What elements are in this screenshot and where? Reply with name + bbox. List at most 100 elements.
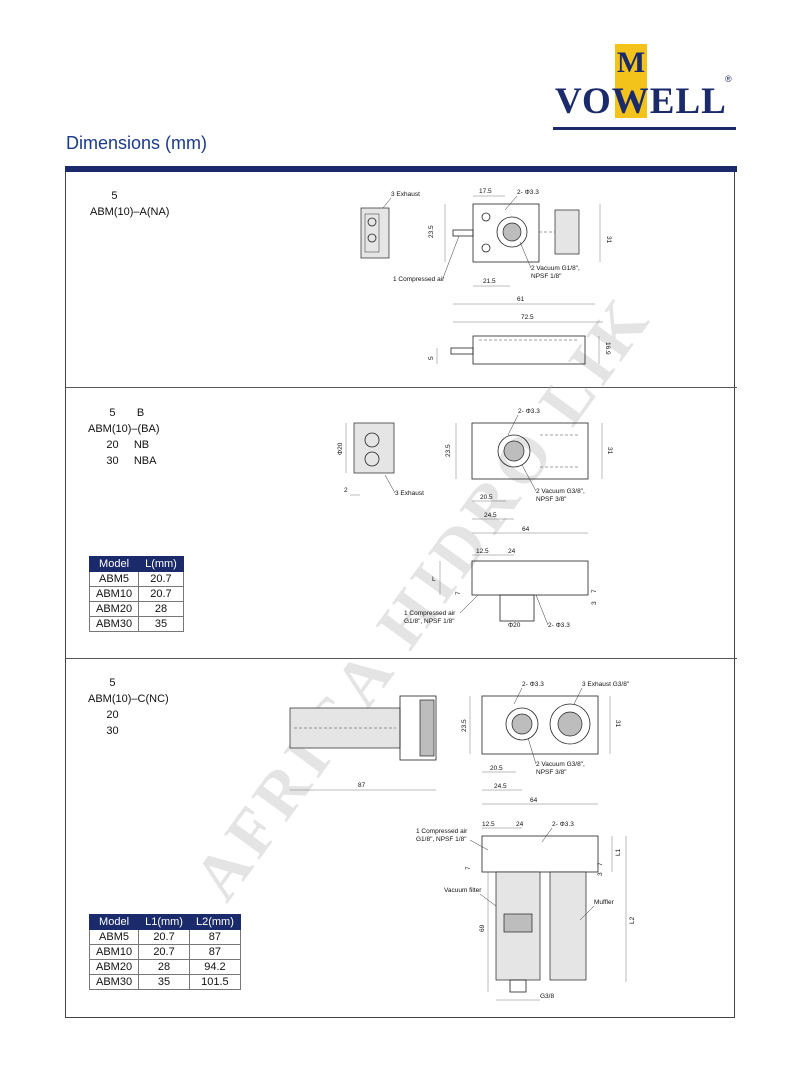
s3-filter-ring <box>503 913 533 933</box>
s3-dim-24-5: 24.5 <box>494 783 507 790</box>
dimensions-frame <box>65 172 735 1018</box>
s3-label-vacuum-2: NPSF 3/8" <box>536 769 567 776</box>
s2-dim-23-5: 23.5 <box>445 444 452 457</box>
section2-code-line-1: 5 B <box>88 407 145 419</box>
s3-dim-69: 69 <box>479 924 486 932</box>
s3-end-block <box>399 695 437 761</box>
s1-dim-17-5: 17.5 <box>479 188 492 195</box>
logo-underline <box>553 127 736 130</box>
table-cell: ABM10 <box>88 586 140 602</box>
table-cell: 28 <box>138 959 190 975</box>
s3-side-view-body <box>481 835 599 873</box>
section3-side-drawing: 87 <box>289 695 437 791</box>
table-cell: 101.5 <box>188 974 241 990</box>
s2-label-hole: 2- Φ3.3 <box>518 408 540 415</box>
section3-code-line-2: ABM(10)–C(NC) <box>88 693 169 705</box>
s2-label-hole-b: 2- Φ3.3 <box>548 622 570 629</box>
s2-side-view-body <box>471 560 589 596</box>
section1-drawing: 17.5 23.5 31 21.5 61 72.5 3 Exhaust 2- Φ… <box>360 188 612 365</box>
s3-dim-7: 7 <box>465 866 472 870</box>
s2-dim-12-5: 12.5 <box>476 548 489 555</box>
s3-dim-23-5: 23.5 <box>461 719 468 732</box>
section-divider-2 <box>65 658 737 659</box>
s3-dim-31: 31 <box>614 720 621 728</box>
s1-dim-21-5: 21.5 <box>483 278 496 285</box>
s3-vacuum-port-outer <box>505 707 539 741</box>
table-cell: 20.7 <box>138 586 184 602</box>
logo-text: VOWELL <box>555 81 727 122</box>
s3-label-hole: 2- Φ3.3 <box>522 681 544 688</box>
s1-exhaust-block <box>554 209 580 255</box>
s2-dim-31: 31 <box>606 447 613 455</box>
s3-label-vacuum-1: 2 Vacuum G3/8", <box>536 761 585 768</box>
s2-label-vacuum-1: 2 Vacuum G3/8", <box>536 488 585 495</box>
s3-muffler <box>549 871 587 981</box>
s3-label-exhaust: 3 Exhaust G3/8" <box>582 681 630 688</box>
s1-side-view-nozzle <box>450 347 474 355</box>
s3-end-cap <box>419 699 435 757</box>
s2-vacuum-port-inner <box>503 440 525 462</box>
section1-code-line-2: ABM(10)–A(NA) <box>90 206 170 218</box>
s2-table-header-l: L(mm) <box>138 556 184 572</box>
header-bar <box>65 166 737 172</box>
s1-label-vacuum-2: NPSF 1/8" <box>531 273 562 280</box>
s1-dim-31: 31 <box>605 236 612 244</box>
s1-dim-23-5: 23.5 <box>428 225 435 238</box>
s1-label-vacuum-1: 2 Vacuum G1/8", <box>531 265 580 272</box>
table-cell: 20.7 <box>138 571 184 587</box>
section2-code-line-3: 20 NB <box>88 439 150 451</box>
s3-label-filter: Vacuum filter <box>444 887 482 894</box>
vowell-logo: M VOWELL ® <box>553 44 738 132</box>
table-cell: ABM30 <box>88 616 140 632</box>
table-cell: ABM30 <box>88 974 140 990</box>
s2-label-phi20-b: Φ20 <box>508 622 521 629</box>
s2-dim-24: 24 <box>508 548 516 555</box>
table-cell: 20.7 <box>138 929 190 945</box>
s2-table-header-model: Model <box>88 556 140 572</box>
s1-dim-72-5: 72.5 <box>521 314 534 321</box>
s3-table-header-l2: L2(mm) <box>188 914 241 930</box>
page-title: Dimensions (mm) <box>66 133 208 153</box>
s1-dim-16-9: 16.9 <box>604 342 611 355</box>
table-cell: 94.2 <box>188 959 241 975</box>
s2-label-exhaust: 3 Exhaust <box>395 490 424 497</box>
s3-table-header-model: Model <box>88 914 140 930</box>
s3-dim-87: 87 <box>358 782 366 789</box>
s3-dim-24: 24 <box>516 821 524 828</box>
table-cell: ABM20 <box>88 959 140 975</box>
section3-code-line-3: 20 <box>88 709 119 721</box>
s1-vacuum-port-inner <box>502 222 522 242</box>
table-cell: 87 <box>188 944 241 960</box>
s1-label-hole: 2- Φ3.3 <box>517 189 539 196</box>
s1-hole-2 <box>481 243 491 253</box>
s3-dim-L1: L1 <box>615 848 622 856</box>
section2-drawing: Φ20 2 3 Exhaust 23.5 31 2- Φ3.3 2 Vacuum… <box>337 408 613 629</box>
table-cell: 87 <box>188 929 241 945</box>
section2-code-line-4: 30 NBA <box>88 455 157 467</box>
section-divider-1 <box>65 387 737 388</box>
table-cell: 28 <box>138 601 184 617</box>
logo-m-letter: M <box>616 46 646 79</box>
table-cell: 35 <box>138 974 190 990</box>
s2-dim-24-5: 24.5 <box>484 512 497 519</box>
section3-code-line-1: 5 <box>88 677 116 689</box>
s1-side-block <box>360 207 390 259</box>
table-cell: ABM5 <box>88 571 140 587</box>
s3-table-header-l1: L1(mm) <box>138 914 190 930</box>
section1-code-line-1: 5 <box>90 190 118 202</box>
s2-dim-7b: 7 <box>591 589 598 593</box>
s3-dim-20-5: 20.5 <box>490 765 503 772</box>
s1-label-exhaust: 3 Exhaust <box>391 191 420 198</box>
s2-body <box>471 422 589 480</box>
s2-label-air-1: 1 Compressed air <box>404 610 456 617</box>
s3-label-hole-b: 2- Φ3.3 <box>552 821 574 828</box>
s3-dim-64: 64 <box>530 797 538 804</box>
logo-yellow-box <box>615 44 647 118</box>
section3-main-drawing: 2- Φ3.3 3 Exhaust G3/8" 23.5 31 2 Vacuum… <box>416 681 636 1001</box>
s1-side-inner <box>364 213 380 253</box>
s3-label-g38: G3/8 <box>540 993 554 1000</box>
